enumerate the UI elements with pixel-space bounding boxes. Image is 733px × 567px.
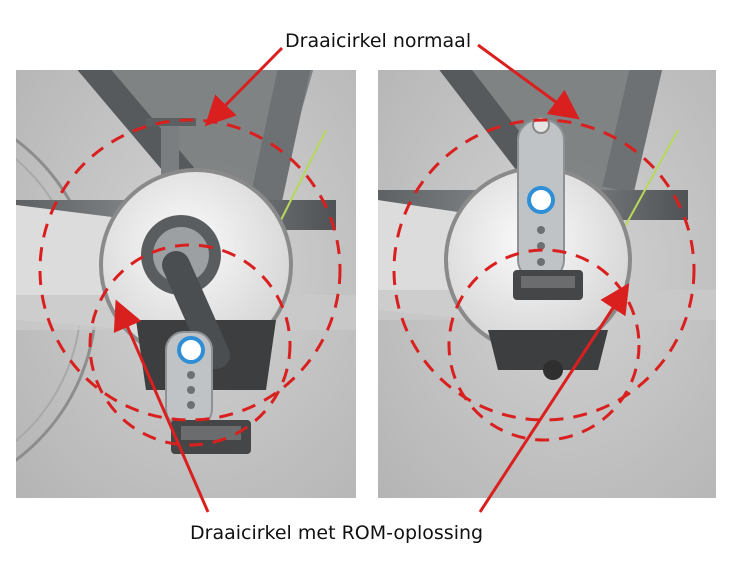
rom-crank-photo <box>378 70 716 498</box>
rom-crank-illustration <box>378 70 716 498</box>
rom-rotation-label: Draaicirkel met ROM-oplossing <box>190 522 484 544</box>
normal-rotation-label: Draaicirkel normaal <box>285 30 472 52</box>
standard-crank-photo <box>16 70 356 498</box>
standard-crank-illustration <box>16 70 356 498</box>
